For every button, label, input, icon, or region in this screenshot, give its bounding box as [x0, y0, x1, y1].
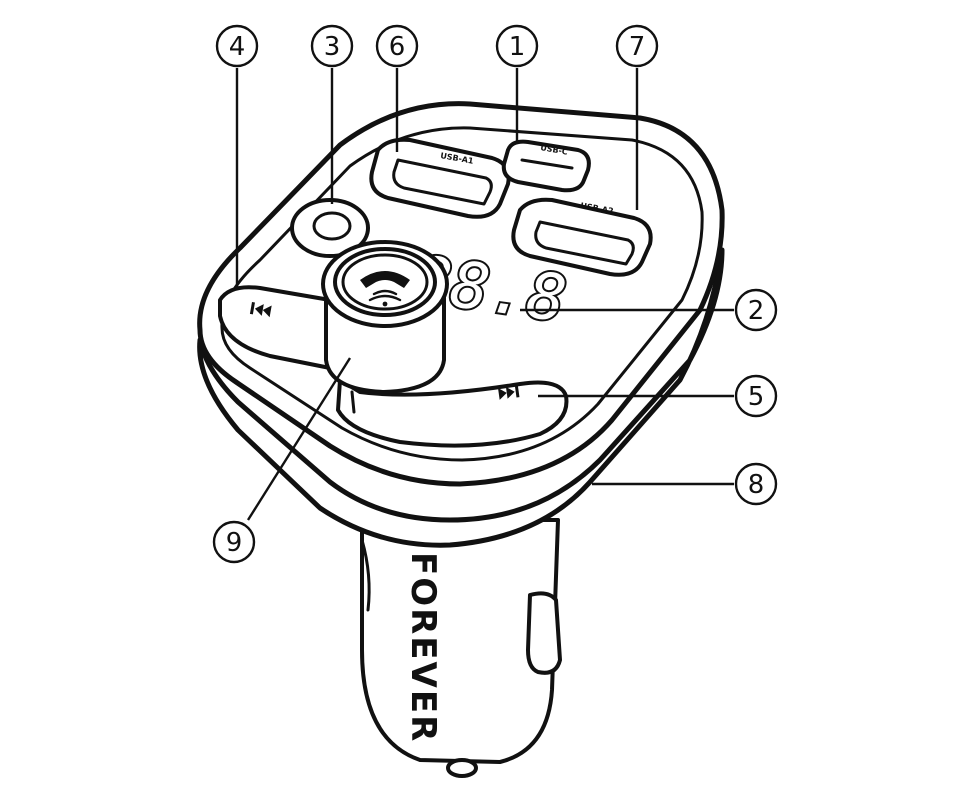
svg-text:2: 2: [748, 296, 765, 326]
brand-logo: FOREVER: [403, 552, 443, 743]
prev-track-icon: [249, 302, 272, 318]
callout-3: 3: [310, 24, 354, 68]
svg-text:1: 1: [509, 32, 526, 62]
tip-contact: [446, 758, 478, 778]
leader-lines: [235, 68, 734, 521]
prev-track-button[interactable]: [218, 285, 332, 370]
svg-text:8: 8: [748, 470, 765, 500]
next-track-icon: [498, 385, 520, 400]
svg-text:7: 7: [629, 32, 646, 62]
callout-9: 9: [212, 520, 256, 564]
brand-text: FOREVER: [403, 552, 443, 743]
phone-icon: [360, 271, 410, 307]
callout-5: 5: [734, 374, 778, 418]
port-usb-a1: USB-A1: [369, 137, 511, 219]
microphone-hole: [290, 198, 370, 258]
next-track-button[interactable]: [336, 378, 569, 448]
callout-4: 4: [215, 24, 259, 68]
callout-2: 2: [734, 288, 778, 332]
svg-text:3: 3: [324, 32, 341, 62]
port-usb-c: USB-C: [501, 139, 591, 193]
multifunction-knob[interactable]: [321, 240, 449, 394]
callout-1: 1: [495, 24, 539, 68]
callout-7: 7: [615, 24, 659, 68]
svg-text:5: 5: [748, 382, 765, 412]
svg-text:6: 6: [389, 32, 406, 62]
svg-text:4: 4: [229, 32, 246, 62]
callout-6: 6: [375, 24, 419, 68]
side-spring-contact: [526, 591, 562, 675]
callout-8: 8: [734, 462, 778, 506]
lighter-plug: [360, 518, 562, 778]
svg-text:9: 9: [226, 528, 243, 558]
port-usb-a2: USB-A2: [511, 197, 653, 277]
